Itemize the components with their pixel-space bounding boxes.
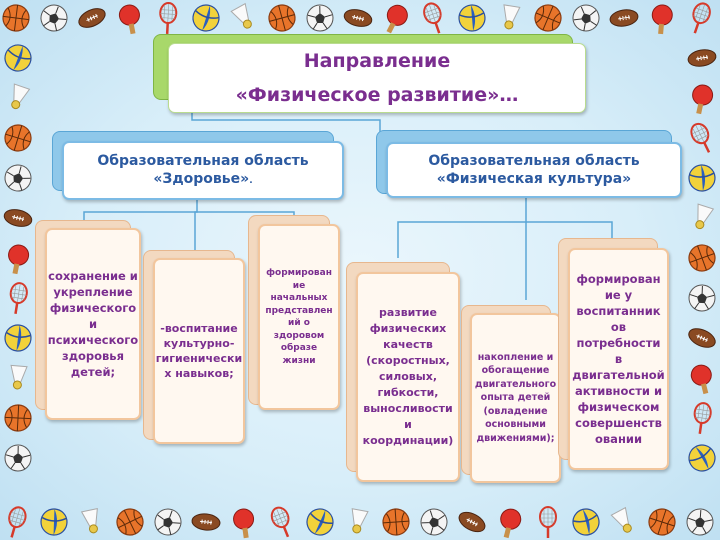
soccer-ball-icon: [420, 508, 448, 536]
item-6-text: формирован ие у воспитанник ов потребнос…: [572, 272, 665, 446]
item-5-box: накопление и обогащение двигательного оп…: [470, 313, 561, 483]
badminton-shuttlecock-icon: [610, 506, 632, 533]
badminton-shuttlecock-icon: [11, 83, 31, 110]
root-title-line1: Направление: [303, 50, 451, 72]
basketball-icon: [688, 244, 716, 272]
tennis-racket-icon: [159, 2, 178, 35]
rugby-ball-icon: [78, 8, 106, 28]
item-4-text: развитие физических качеств (скоростных,…: [362, 306, 454, 447]
root-title-line2: «Физическое развитие»…: [235, 84, 519, 106]
ping-pong-paddle-icon: [500, 508, 522, 539]
rugby-ball-icon: [343, 9, 373, 27]
soccer-ball-icon: [686, 508, 714, 536]
item-5-text: накопление и обогащение двигательного оп…: [474, 351, 557, 444]
tennis-racket-icon: [8, 506, 27, 538]
soccer-ball-icon: [154, 508, 182, 536]
area-zdorovie-dot: .: [249, 175, 253, 186]
area2-connector: [397, 196, 527, 258]
rugby-ball-icon: [609, 9, 639, 27]
basketball-icon: [268, 4, 296, 32]
badminton-shuttlecock-icon: [80, 507, 98, 534]
basketball-icon: [2, 4, 30, 32]
soccer-ball-icon: [4, 164, 32, 192]
area-fizkult-title: Образовательная область «Физическая куль…: [428, 153, 640, 187]
ping-pong-paddle-icon: [386, 4, 408, 34]
ping-pong-paddle-icon: [118, 4, 140, 35]
tennis-racket-icon: [423, 2, 442, 34]
rugby-ball-icon: [191, 513, 221, 531]
basketball-icon: [534, 4, 562, 32]
area-fizkult-box: Образовательная область «Физическая куль…: [386, 142, 682, 198]
rugby-ball-icon: [687, 49, 717, 67]
tennis-racket-icon: [270, 506, 290, 538]
soccer-ball-icon: [40, 4, 68, 32]
soccer-ball-icon: [306, 4, 334, 32]
soccer-ball-icon: [688, 284, 716, 312]
badminton-shuttlecock-icon: [695, 203, 715, 230]
tennis-racket-icon: [690, 122, 711, 153]
ping-pong-paddle-icon: [651, 4, 673, 35]
area-zdorovie-title: Образовательная область «Здоровье»: [97, 152, 309, 187]
volleyball-icon: [458, 4, 486, 32]
basketball-icon: [116, 508, 144, 536]
volleyball-icon: [688, 164, 716, 192]
volleyball-icon: [4, 44, 32, 72]
volleyball-icon: [306, 508, 334, 536]
rugby-ball-icon: [688, 328, 716, 348]
item-1-text: сохранение и укрепление физического и пс…: [47, 269, 139, 379]
tennis-racket-icon: [692, 2, 711, 34]
badminton-shuttlecock-icon: [10, 364, 28, 390]
tennis-racket-icon: [539, 506, 557, 538]
soccer-ball-icon: [4, 444, 32, 472]
item-6-box: формирован ие у воспитанник ов потребнос…: [568, 248, 669, 470]
tennis-racket-icon: [693, 402, 712, 435]
item-1-box: сохранение и укрепление физического и пс…: [45, 228, 141, 420]
volleyball-icon: [688, 444, 716, 472]
item-2-box: -воспитание культурно- гигиенически х на…: [153, 258, 245, 444]
badminton-shuttlecock-icon: [230, 2, 252, 29]
item-3-box: формирован ие начальных представлен ий о…: [258, 224, 340, 410]
badminton-shuttlecock-icon: [351, 508, 369, 534]
area-zdorovie-box: Образовательная область «Здоровье».: [62, 141, 344, 200]
item-4-box: развитие физических качеств (скоростных,…: [356, 272, 460, 482]
tennis-racket-icon: [9, 282, 28, 314]
volleyball-icon: [40, 508, 68, 536]
soccer-ball-icon: [572, 4, 600, 32]
volleyball-icon: [572, 508, 600, 536]
item-3-text: формирован ие начальных представлен ий о…: [265, 268, 333, 366]
basketball-icon: [648, 508, 676, 536]
basketball-icon: [4, 124, 32, 152]
rugby-ball-icon: [3, 209, 33, 227]
ping-pong-paddle-icon: [233, 508, 255, 539]
volleyball-icon: [192, 4, 220, 32]
basketball-icon: [4, 404, 32, 432]
rugby-ball-icon: [458, 511, 486, 533]
root-box: Направление «Физическое развитие»…: [168, 43, 586, 113]
basketball-icon: [382, 508, 410, 536]
ping-pong-paddle-icon: [8, 244, 30, 275]
badminton-shuttlecock-icon: [503, 4, 521, 30]
ping-pong-paddle-icon: [692, 84, 714, 115]
ping-pong-paddle-icon: [690, 364, 712, 395]
item-2-text: -воспитание культурно- гигиенически х на…: [155, 322, 243, 380]
volleyball-icon: [4, 324, 32, 352]
